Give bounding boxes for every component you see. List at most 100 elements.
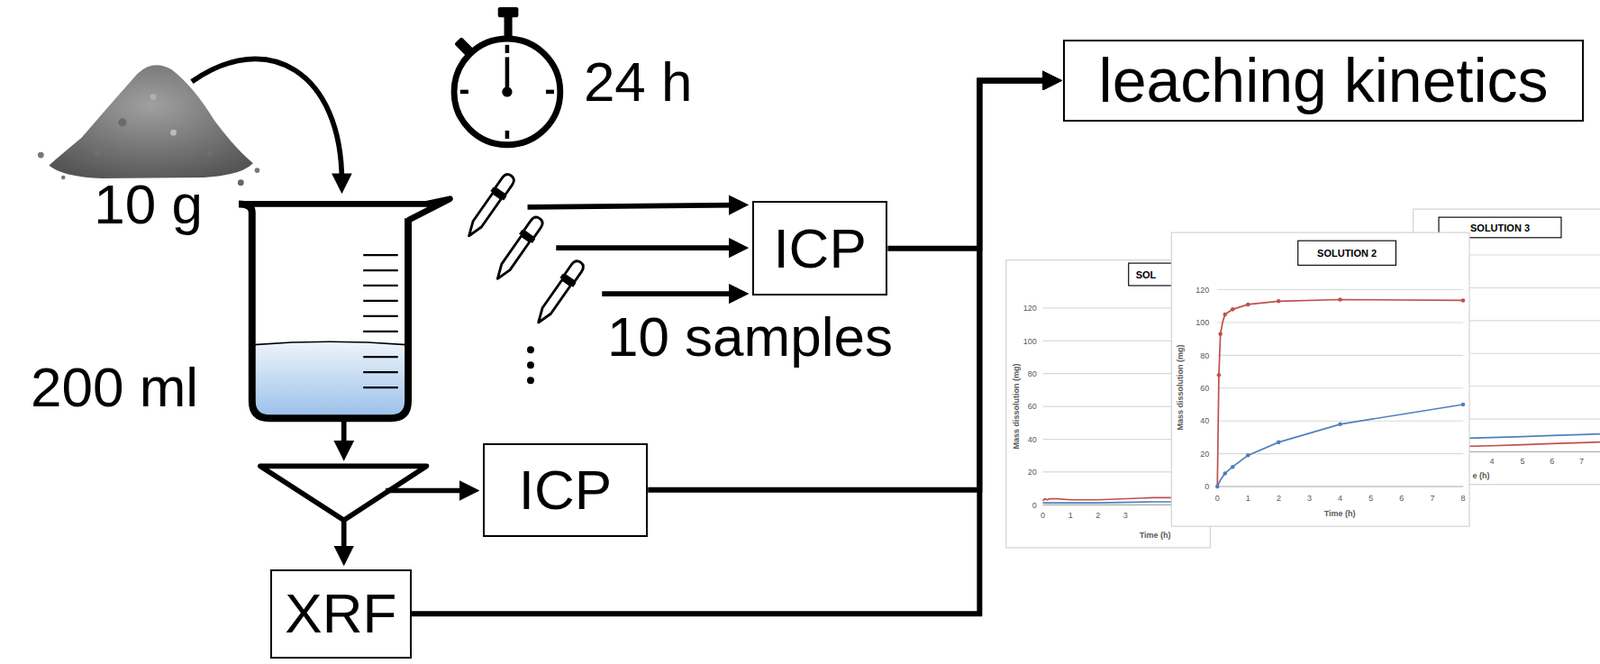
- tick-label: 60: [1200, 383, 1210, 392]
- gridline: [1043, 372, 1184, 374]
- chart-title: SOLUTION 2: [1317, 247, 1377, 258]
- data-marker: [1218, 332, 1223, 337]
- step-label: 200 ml: [30, 359, 199, 416]
- sample-arrow: [601, 290, 737, 297]
- data-marker: [1337, 297, 1343, 302]
- data-marker: [1337, 422, 1343, 428]
- tick-label: 5: [1368, 493, 1373, 502]
- graduation-mark: [363, 371, 399, 373]
- powder-grain: [206, 149, 213, 156]
- data-marker: [1245, 302, 1251, 308]
- gridline: [1043, 307, 1184, 309]
- beaker-icon: [238, 199, 450, 419]
- flow-arrow: [341, 519, 347, 554]
- beaker-rim: [238, 199, 450, 221]
- chart-background: [1171, 232, 1470, 527]
- data-marker: [1276, 299, 1282, 304]
- data-line: [1217, 299, 1464, 487]
- tick-label: 0: [1032, 500, 1037, 510]
- gridline: [1448, 319, 1600, 321]
- tick-label: 4: [1489, 456, 1494, 465]
- chart-title: SOL: [1136, 269, 1157, 280]
- data-marker: [1230, 464, 1236, 470]
- graduation-mark: [363, 269, 399, 272]
- gridline: [1448, 254, 1600, 255]
- gridlines: [1217, 290, 1464, 455]
- box-label: XRF: [284, 582, 397, 645]
- axis-title: Time (h): [1139, 530, 1172, 539]
- gridline: [1217, 321, 1464, 323]
- tick-label: 7: [1579, 456, 1584, 465]
- flow-connector: [887, 80, 1051, 248]
- chart-title-box: [1298, 240, 1397, 265]
- tick-label: 60: [1027, 402, 1037, 411]
- tick-label: 3: [1123, 510, 1128, 519]
- tick-label: 120: [1023, 304, 1037, 313]
- gridline: [1043, 340, 1184, 342]
- tick-label: 100: [1195, 318, 1210, 328]
- graduation-marks: [363, 254, 399, 388]
- data-markers: [1215, 402, 1465, 490]
- powder-grain: [37, 152, 45, 159]
- box-label: ICP: [518, 459, 612, 521]
- ellipsis-dot: [527, 361, 535, 369]
- graduation-mark: [363, 315, 399, 318]
- liquid: [254, 341, 407, 416]
- gridline: [1043, 438, 1184, 440]
- data-marker: [1461, 298, 1466, 303]
- stopwatch-hand: [505, 56, 510, 91]
- stopwatch-tick: [545, 90, 555, 95]
- step-label: 10 g: [93, 176, 203, 233]
- stopwatch-crown: [498, 7, 519, 18]
- data-line: [1043, 497, 1184, 500]
- data-marker: [1222, 471, 1228, 476]
- gridlines: [1448, 254, 1600, 419]
- tick-label: 40: [1027, 435, 1037, 444]
- data-marker: [1245, 453, 1251, 458]
- box-label: ICP: [772, 218, 866, 280]
- stopwatch-tick: [505, 130, 510, 139]
- step-label: 10 samples: [607, 309, 893, 365]
- tick-label: 100: [1023, 336, 1037, 346]
- stopwatch-face: [454, 38, 561, 146]
- tick-label: 3: [1307, 493, 1312, 502]
- chart-title: SOLUTION 3: [1470, 222, 1530, 233]
- gridline: [1448, 287, 1600, 289]
- gridline: [1448, 353, 1600, 355]
- powder-shape: [48, 64, 254, 179]
- data-marker: [1230, 307, 1236, 312]
- gridline: [1217, 289, 1464, 291]
- stopwatch-tick: [460, 90, 469, 95]
- tick-label: 1: [1068, 510, 1073, 519]
- tick-label: 7: [1429, 493, 1435, 502]
- data-line: [1448, 433, 1600, 439]
- tick-label: 0: [1040, 510, 1046, 519]
- tick-label: 20: [1027, 468, 1037, 477]
- powder-grain: [93, 149, 100, 156]
- axis-title: e (h): [1472, 471, 1490, 480]
- powder-grain: [118, 118, 127, 127]
- tick-label: 8: [1460, 493, 1465, 502]
- stopwatch-tick: [505, 45, 510, 54]
- tick-label: 6: [1549, 456, 1555, 465]
- sample-arrow: [527, 205, 737, 208]
- sample-arrow: [555, 245, 737, 251]
- pipette-icon: [462, 171, 519, 241]
- tick-label: 6: [1399, 493, 1404, 502]
- stopwatch-icon: [454, 7, 561, 146]
- x-axis: [1217, 485, 1464, 487]
- graduation-mark: [363, 386, 399, 389]
- flow-arrow: [385, 488, 468, 494]
- beaker-wall: [238, 203, 409, 419]
- gridline: [1448, 385, 1600, 387]
- graduation-mark: [363, 300, 399, 302]
- data-line: [1043, 501, 1184, 503]
- axis-title: Mass dissolution (mg): [1176, 345, 1185, 431]
- tick-label: 4: [1337, 493, 1343, 502]
- gridlines: [1043, 308, 1184, 473]
- axis-title: Mass dissolution (mg): [1012, 363, 1021, 449]
- pour-arrow: [191, 58, 343, 182]
- graduation-mark: [363, 284, 399, 287]
- pipette-icon: [490, 213, 547, 283]
- meniscus: [254, 341, 407, 345]
